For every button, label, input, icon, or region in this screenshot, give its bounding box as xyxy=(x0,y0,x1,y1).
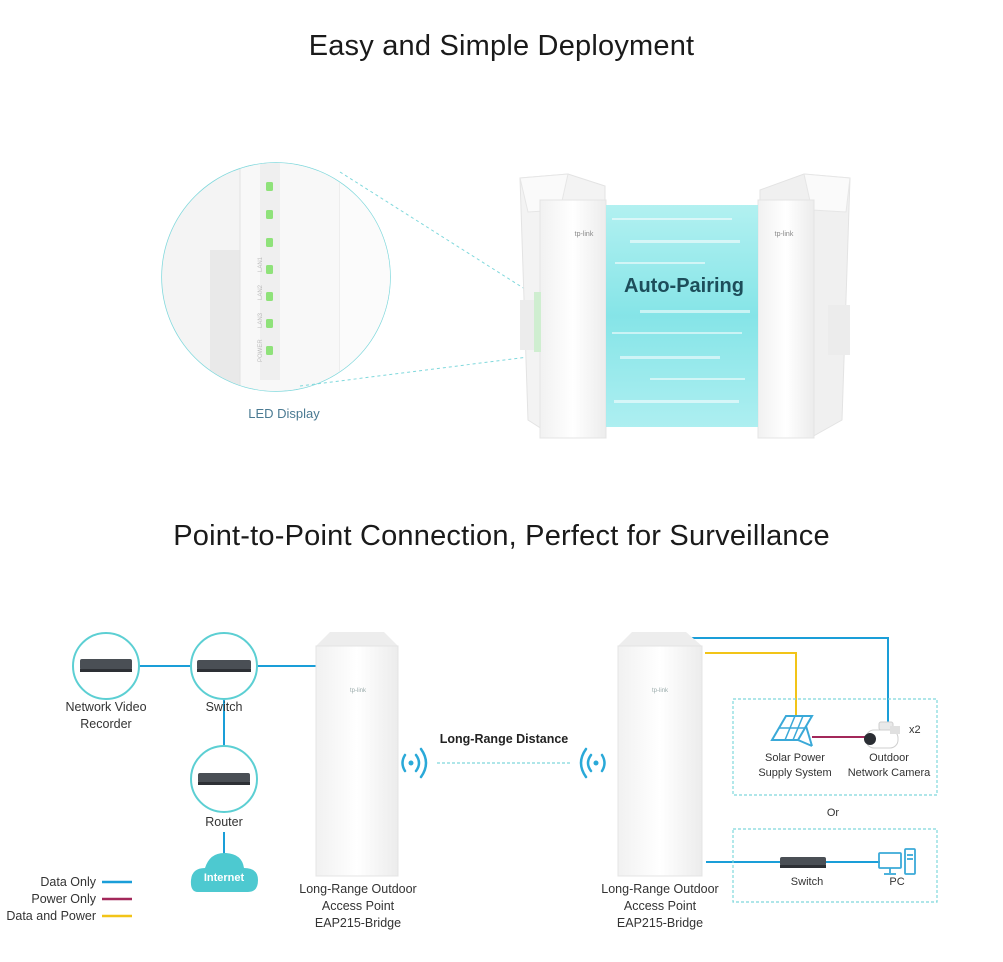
solar-camera-option-box: Solar Power Supply System x2 Outdoor Net… xyxy=(732,698,938,796)
ap-left-label-line2: Access Point xyxy=(322,899,395,913)
ap-left-logo: tp-link xyxy=(350,688,367,694)
wireless-link: Long-Range Distance xyxy=(401,732,606,779)
ap-right-label-line2: Access Point xyxy=(624,899,697,913)
internet-cloud: Internet xyxy=(190,852,258,892)
surveillance-title: Point-to-Point Connection, Perfect for S… xyxy=(173,520,830,552)
switch-pc-option-box: Switch PC xyxy=(732,828,938,903)
glow-streaks xyxy=(612,218,750,403)
camera-label-line2: Network Camera xyxy=(848,767,931,779)
legend-data-only-label: Data Only xyxy=(40,875,96,889)
ap-right-logo: tp-link xyxy=(652,688,669,694)
led-indicators: LAN1 LAN2 LAN3 POWER xyxy=(258,182,273,362)
legend-power-only-label: Power Only xyxy=(31,892,96,906)
switch-left-label: Switch xyxy=(206,700,243,714)
right-access-point-3d: tp-link xyxy=(757,173,851,439)
led-zoom-circle: LAN1 LAN2 LAN3 POWER xyxy=(161,162,391,392)
nvr-node: Network Video Recorder xyxy=(65,632,147,731)
left-ap-logo: tp-link xyxy=(575,231,594,238)
nvr-label-line2: Recorder xyxy=(80,717,131,731)
or-label: Or xyxy=(827,807,840,819)
long-range-distance-label: Long-Range Distance xyxy=(440,732,569,746)
nvr-label-line1: Network Video xyxy=(65,700,146,714)
solar-label-line1: Solar Power xyxy=(765,752,825,764)
wifi-waves-right-icon xyxy=(579,747,606,779)
switch-right-icon xyxy=(780,857,826,868)
pc-icon xyxy=(878,848,916,875)
zoom-line-top xyxy=(339,171,537,297)
ap-right-node: tp-link Long-Range Outdoor Access Point … xyxy=(601,632,719,930)
legend-data-power-label: Data and Power xyxy=(6,909,96,923)
led-label-power: POWER xyxy=(258,339,264,362)
switch-left-node: Switch xyxy=(190,632,258,714)
solar-label-line2: Supply System xyxy=(758,767,831,779)
auto-pairing-label: Auto-Pairing xyxy=(624,275,744,297)
auto-pairing-illustration: tp-link tp-link Auto-Pairing xyxy=(519,173,851,439)
internet-label: Internet xyxy=(204,872,245,884)
ap-left-node: tp-link Long-Range Outdoor Access Point … xyxy=(299,632,417,930)
wifi-waves-left-icon xyxy=(401,747,428,779)
led-label-lan2: LAN2 xyxy=(258,284,264,300)
router-label: Router xyxy=(205,815,243,829)
led-display-label: LED Display xyxy=(248,406,320,421)
ap-right-label-line3: EAP215-Bridge xyxy=(617,916,703,930)
right-ap-logo: tp-link xyxy=(775,231,794,238)
led-label-lan1: LAN1 xyxy=(258,256,264,272)
switch-right-label: Switch xyxy=(791,876,823,888)
connection-lines xyxy=(139,637,889,863)
zoom-line-bottom xyxy=(299,355,537,387)
solar-panel-icon xyxy=(770,715,814,747)
left-access-point-3d: tp-link xyxy=(519,173,607,439)
camera-count: x2 xyxy=(909,724,921,736)
ap-left-label-line1: Long-Range Outdoor xyxy=(299,882,416,896)
camera-label-line1: Outdoor xyxy=(869,752,909,764)
ap-left-label-line3: EAP215-Bridge xyxy=(315,916,401,930)
deployment-title: Easy and Simple Deployment xyxy=(308,30,695,62)
outdoor-camera-icon xyxy=(864,721,900,749)
led-label-lan3: LAN3 xyxy=(258,312,264,328)
router-node: Router xyxy=(190,745,258,829)
legend: Data Only Power Only Data and Power xyxy=(6,875,132,923)
pairing-glow xyxy=(606,205,758,427)
ap-right-label-line1: Long-Range Outdoor xyxy=(601,882,718,896)
pc-label: PC xyxy=(889,876,904,888)
